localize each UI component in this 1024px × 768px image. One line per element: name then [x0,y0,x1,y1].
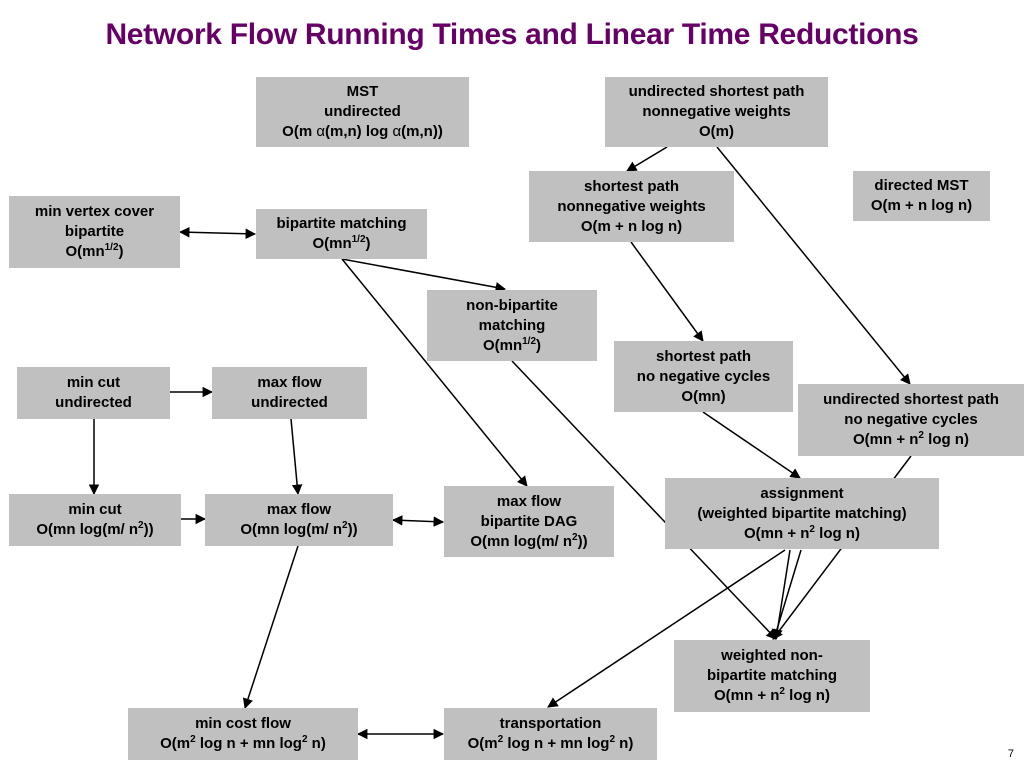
edge-undirsp-sp [626,146,668,172]
node-shortest-path-no-negative-cycles: shortest path no negative cycles O(mn) [614,341,793,412]
node-min-cost-flow: min cost flow O(m2 log n + mn log2 n) [128,708,358,760]
node-directed-mst: directed MST O(m + n log n) [853,171,990,221]
slide-title: Network Flow Running Times and Linear Ti… [105,18,919,51]
node-assignment: assignment (weighted bipartite matching)… [665,478,939,549]
node-min-cut: min cut O(mn log(m/ n2)) [9,494,181,546]
edge-assignment-weighted-2 [772,549,791,641]
node-undirected-shortest-path-no-negative-cycles: undirected shortest path no negative cyc… [798,384,1024,456]
node-undirected-shortest-path-nonnegative: undirected shortest path nonnegative wei… [605,77,828,147]
node-min-cut-undirected: min cut undirected [17,367,170,419]
edge-assignment-transportation [547,549,786,708]
node-max-flow-undirected: max flow undirected [212,367,367,419]
edge-maxflow-mincostflow [242,545,299,709]
edge-sp-spnoneg [630,241,704,342]
edge-maxflowundir-maxflow [290,418,303,496]
edge-undirsp-undirspnoneg [716,146,911,385]
edge-vertexcover-bipartitematching [178,227,257,239]
node-non-bipartite-matching: non-bipartite matching O(mn1/2) [427,290,597,361]
edge-bipartitematching-nonbipartite [341,258,507,293]
node-weighted-non-bipartite-matching: weighted non- bipartite matching O(mn + … [674,640,870,712]
node-bipartite-matching: bipartite matching O(mn1/2) [256,209,427,259]
node-transportation: transportation O(m2 log n + mn log2 n) [444,708,657,760]
edge-bipartitematching-maxflowdag [341,258,528,487]
node-max-flow-bipartite-dag: max flow bipartite DAG O(mn log(m/ n2)) [444,486,614,557]
edge-nonbipartite-weightednonbipartite [511,360,777,640]
node-min-vertex-cover-bipartite: min vertex cover bipartite O(mn1/2) [9,196,180,268]
edge-spnoneg-assignment [702,411,801,479]
page-number: 7 [1007,748,1014,760]
edge-maxflow-maxflowdag [391,515,445,527]
node-max-flow: max flow O(mn log(m/ n2)) [205,494,393,546]
node-mst-undirected: MST undirected O(m α(m,n) log α(m,n)) [256,77,469,147]
node-shortest-path-nonnegative: shortest path nonnegative weights O(m + … [529,171,734,242]
